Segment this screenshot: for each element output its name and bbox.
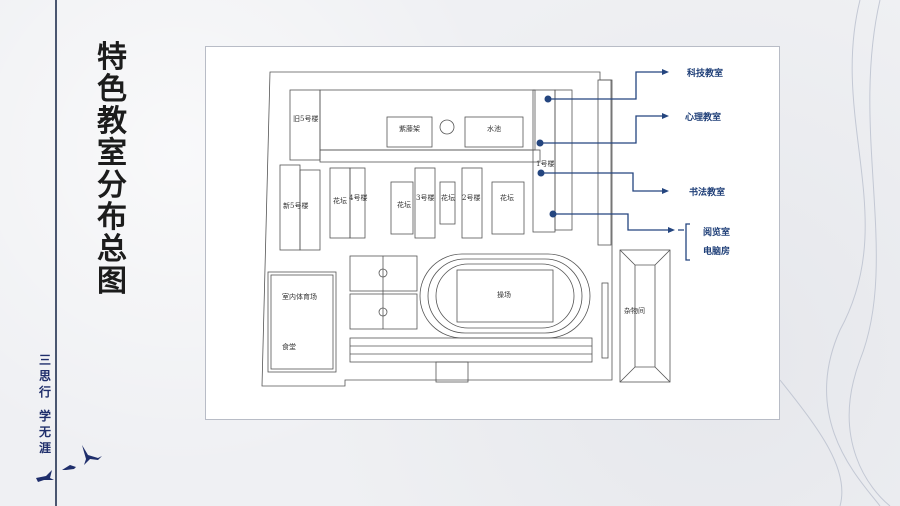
label-flowerbed: 花坛 [333,196,347,205]
pond-rect [464,116,524,148]
title-char: 教 [97,104,127,139]
callout-calligraphy-room: 书法教室 [689,188,726,198]
callout-tech-room: 科技教室 [687,69,724,79]
wave-lines [779,0,891,506]
motto-char: 无 [38,425,51,439]
callout-lines [540,71,690,261]
title-char: 总 [97,232,127,267]
callout-reading-room: 阅览室 [703,228,731,238]
fountain [439,119,455,135]
bleachers [349,337,593,363]
label-storage: 杂物间 [624,306,645,315]
label-canteen: 食堂 [282,342,296,351]
building-3 [414,167,436,239]
title-char: 色 [97,72,127,107]
motto: 三 思 行 学 无 涯 [38,352,52,456]
bird-icons [36,445,102,482]
motto-char: 涯 [38,441,51,455]
label-flowerbed: 花坛 [397,200,411,209]
callout-psych-room: 心理教室 [685,113,722,123]
motto-char: 行 [38,385,51,399]
label-new-5: 新5号楼 [283,201,308,210]
vertical-divider [55,0,57,506]
label-flowerbed: 花坛 [441,193,455,202]
label-pond: 水池 [487,124,501,133]
wisteria-rect [386,116,433,148]
motto-char: 思 [38,369,51,383]
title-char: 室 [97,136,127,171]
north-building [319,89,536,151]
building-4 [349,167,366,239]
storage-room [619,249,671,383]
page-title: 特 色 教 室 分 布 总 图 [94,42,130,298]
callout-computer-room: 电脑房 [703,247,731,257]
title-char: 分 [97,168,127,203]
title-char: 特 [97,40,127,75]
stair-strip [597,79,612,246]
map-frame [205,46,780,420]
title-char: 布 [97,200,127,235]
label-gym: 室内体育场 [282,292,317,301]
title-char: 图 [97,264,127,299]
motto-char: 三 [38,353,51,367]
motto-char: 学 [38,409,51,423]
label-playground: 操场 [497,290,511,299]
building-2 [461,167,483,239]
site-boundary [261,71,613,387]
label-building-2: 2号楼 [462,193,480,202]
corridor [319,149,541,163]
gym-canteen [267,271,337,373]
callout-markers [536,69,675,233]
label-building-1: 1号楼 [536,159,554,168]
old-5-building [289,89,321,161]
label-wisteria: 紫藤架 [399,124,420,133]
label-flowerbed: 花坛 [500,193,514,202]
court-1 [349,255,418,292]
label-building-4: 4号楼 [349,193,367,202]
field [456,269,554,323]
court-2 [349,293,418,330]
label-building-3: 3号楼 [416,193,434,202]
label-old-5: 旧5号楼 [293,114,318,123]
